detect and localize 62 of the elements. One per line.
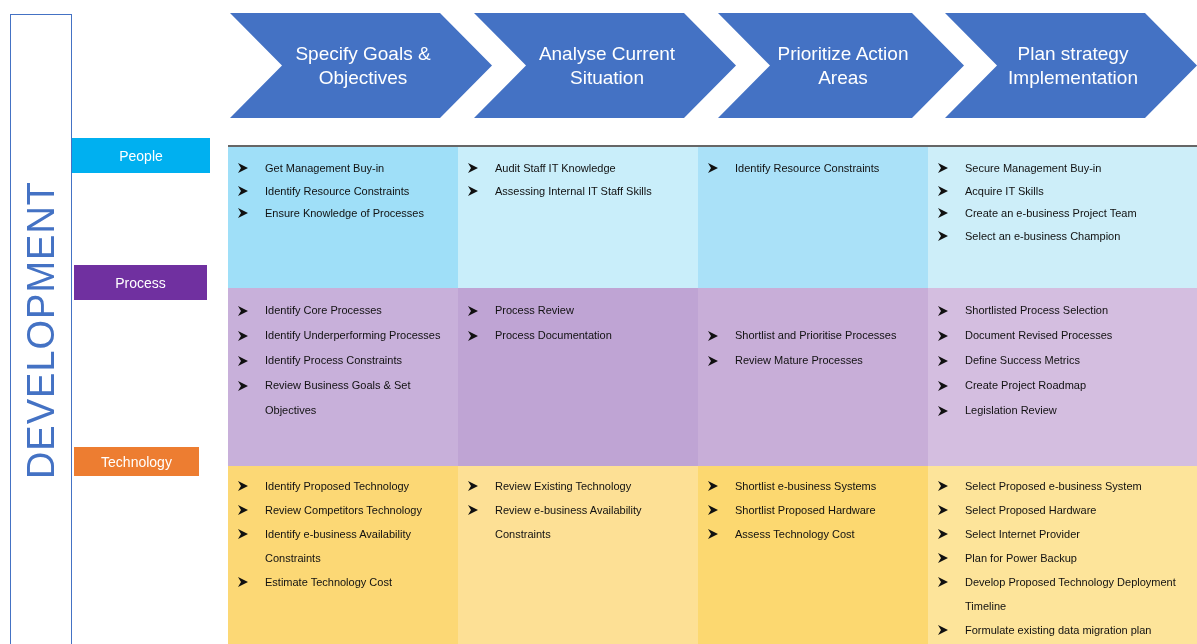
task-cell: [928, 145, 1197, 288]
row-label: Process: [115, 274, 166, 291]
task-cell: [458, 145, 698, 288]
task-text: Audit Staff IT Knowledge: [495, 161, 616, 176]
task-text: Define Success Metrics: [965, 353, 1080, 368]
task-text: Assess Technology Cost: [735, 527, 855, 542]
task-text: Shortlisted Process Selection: [965, 303, 1109, 318]
stage-title: Plan strategy Implementation: [1007, 41, 1139, 90]
task-text: Process Documentation: [495, 328, 612, 343]
task-text: Document Revised Processes: [965, 328, 1113, 343]
task-cell: [228, 145, 458, 288]
task-cell: [928, 288, 1197, 466]
task-text: Assessing Internal IT Staff Skills: [495, 183, 652, 199]
task-text: Review Existing Technology: [495, 479, 632, 494]
task-cell: [458, 288, 698, 466]
row-label-bar: [74, 265, 207, 300]
task-text: Identify Underperforming Processes: [265, 328, 441, 343]
task-text: Acquire IT Skills: [965, 183, 1044, 199]
task-text: Select an e-business Champion: [965, 228, 1121, 244]
row-label-bar: [72, 138, 210, 173]
task-text: Plan for Power Backup: [965, 551, 1077, 566]
task-text: Shortlist and Prioritise Processes: [735, 328, 897, 343]
task-text: Secure Management Buy-in: [965, 161, 1102, 176]
task-text: Estimate Technology Cost: [265, 575, 392, 590]
task-text: Identify Resource Constraints: [735, 161, 880, 176]
task-cell: [698, 288, 928, 466]
task-text: Shortlist Proposed Hardware: [735, 503, 876, 518]
task-text: Identify Proposed Technology: [265, 479, 410, 494]
row-label: People: [119, 147, 163, 164]
stage-title: Analyse Current Situation: [537, 41, 677, 90]
task-cell: [928, 466, 1197, 644]
row-label: Technology: [101, 453, 172, 470]
task-text: Legislation Review: [965, 403, 1057, 418]
task-text: Process Review: [495, 303, 574, 318]
task-text: Review Competitors Technology: [265, 503, 422, 518]
task-text: Shortlist e-business Systems: [735, 479, 877, 494]
task-cell: [698, 466, 928, 644]
row-label-bar: [74, 447, 199, 476]
task-text: Identify e-business Availability Constraints: [265, 527, 412, 566]
task-text: Ensure Knowledge of Processes: [265, 206, 424, 221]
task-text: Identify Core Processes: [265, 303, 382, 318]
task-text: Get Management Buy-in: [265, 161, 385, 176]
stage-title: Specify Goals & Objectives: [294, 41, 432, 90]
side-panel: [10, 14, 72, 644]
task-text: Identify Process Constraints: [265, 353, 402, 368]
task-text: Select Proposed e-business System: [965, 479, 1142, 494]
task-text: Formulate existing data migration plan: [965, 623, 1152, 638]
task-text: Review Mature Processes: [735, 353, 863, 368]
side-title: DEVELOPMENT: [19, 180, 63, 479]
task-cell: [458, 466, 698, 644]
task-text: Develop Proposed Technology Deployment Timeline: [965, 575, 1177, 614]
task-text: Create an e-business Project Team: [965, 206, 1137, 221]
task-cell: [698, 145, 928, 288]
task-text: Review Business Goals & Set Objectives: [265, 378, 412, 418]
task-cell: [228, 288, 458, 466]
task-text: Identify Resource Constraints: [265, 183, 410, 199]
task-cell: [228, 466, 458, 644]
stage-title: Prioritize Action Areas: [776, 41, 910, 90]
task-text: Review e-business Availability Constraints: [495, 503, 643, 542]
task-text: Select Proposed Hardware: [965, 503, 1097, 518]
task-text: Create Project Roadmap: [965, 378, 1087, 393]
task-text: Select Internet Provider: [965, 527, 1080, 542]
